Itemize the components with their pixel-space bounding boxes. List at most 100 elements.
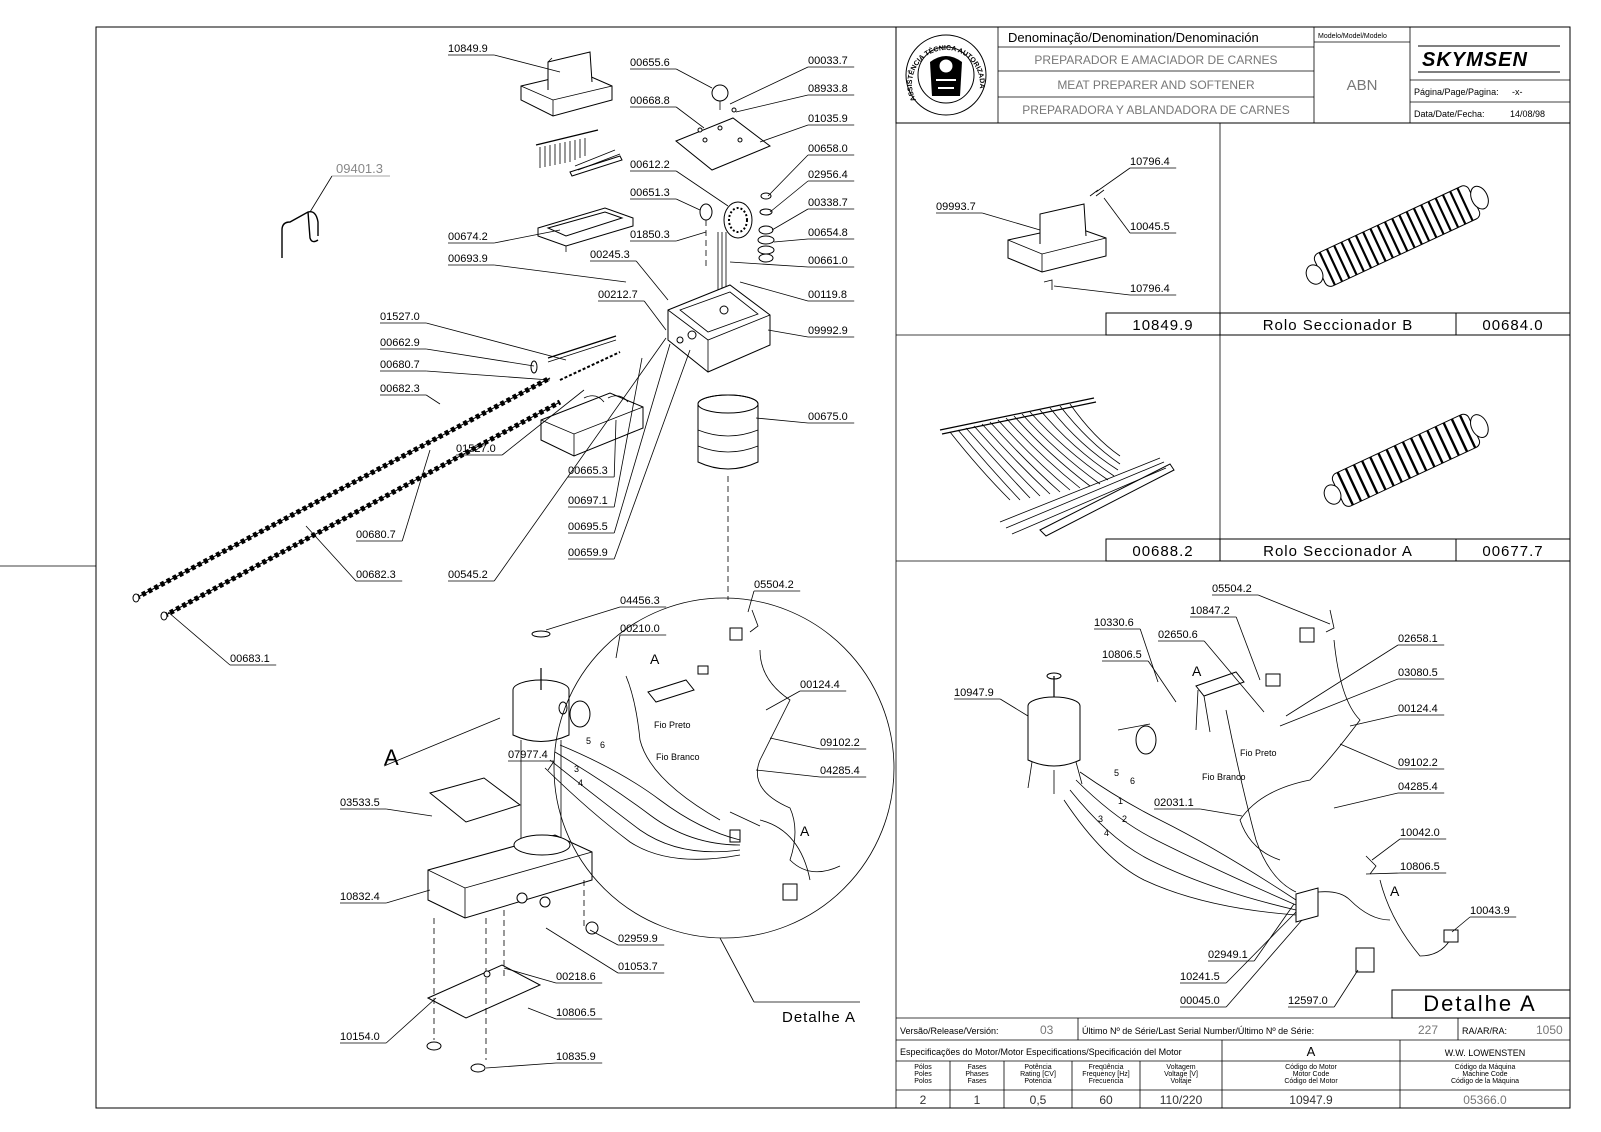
footer-column-header: Frequency [Hz] xyxy=(1082,1071,1130,1078)
version-label: Versão/Release/Versión: xyxy=(900,1026,999,1036)
part-label: 10330.6 xyxy=(1094,617,1134,629)
part-label: 00695.5 xyxy=(568,521,608,533)
footer-column-header: Código da Máquina xyxy=(1455,1064,1516,1071)
part-label: 00680.7 xyxy=(356,529,396,541)
part-label: 00654.8 xyxy=(808,227,848,239)
part-label: 00545.2 xyxy=(448,569,488,581)
blade-roller-stack xyxy=(132,375,562,621)
part-label: 10947.9 xyxy=(954,687,994,699)
parts-panels: 10849.9 Rolo Seccionador B xyxy=(895,123,1571,1108)
panel-4-code: 00677.7 xyxy=(1482,543,1543,560)
svg-text:4: 4 xyxy=(1104,828,1109,838)
part-label: 00124.4 xyxy=(1398,703,1438,715)
part-label: 03533.5 xyxy=(340,797,380,809)
part-label: 00674.2 xyxy=(448,231,488,243)
part-label: 00218.6 xyxy=(556,971,596,983)
footer-column-header: Código de la Máquina xyxy=(1451,1078,1519,1085)
bowl-part xyxy=(697,394,759,600)
part-label: 00675.0 xyxy=(808,411,848,423)
detail-a-labels: 10796.409993.710045.510796.405504.210330… xyxy=(936,156,1517,1008)
detail-link-label: Detalhe A xyxy=(782,1009,856,1026)
footer-column-header: Pólos xyxy=(914,1064,932,1071)
part-label: 10806.5 xyxy=(556,1007,596,1019)
footer-column-header: Potência xyxy=(1024,1064,1051,1071)
motor-spec-label: Especificações do Motor/Motor Especifica… xyxy=(900,1047,1182,1057)
part-label: 08933.8 xyxy=(808,83,848,95)
part-label: 01527.0 xyxy=(380,311,420,323)
part-label: 00661.0 xyxy=(808,255,848,267)
svg-text:5: 5 xyxy=(1114,768,1119,778)
name-pt: PREPARADOR E AMACIADOR DE CARNES xyxy=(1034,53,1277,67)
part-label: 01527.0 xyxy=(456,443,496,455)
part-label: 00682.3 xyxy=(380,383,420,395)
part-label: 00668.8 xyxy=(630,95,670,107)
svg-text:Fio Branco: Fio Branco xyxy=(1202,772,1246,782)
part-label: 02658.1 xyxy=(1398,633,1438,645)
footer-column-header: Machine Code xyxy=(1462,1071,1507,1078)
panel-1-code: 10849.9 xyxy=(1132,317,1193,334)
part-label: 00693.9 xyxy=(448,253,488,265)
footer-column-header: Rating [CV] xyxy=(1020,1071,1056,1078)
part-label: 09102.2 xyxy=(1398,757,1438,769)
part-label: 00119.8 xyxy=(808,289,847,301)
detail-a-title: Detalhe A xyxy=(1423,991,1536,1016)
svg-text:A: A xyxy=(1390,883,1400,899)
part-label: 01035.9 xyxy=(808,113,848,125)
company-name: W.W. LOWENSTEN xyxy=(1445,1048,1526,1058)
part-label: 10835.9 xyxy=(556,1051,596,1063)
detail-a-callout-circle: Detalhe A A A A Fio Preto Fio Branco 5 6… xyxy=(383,597,895,1026)
footer-column-header: Voltage [V] xyxy=(1164,1071,1198,1078)
footer-table: Versão/Release/Versión: 03 Último Nº de … xyxy=(896,1017,1570,1108)
footer-value: 2 xyxy=(920,1093,927,1107)
part-label: 00212.7 xyxy=(598,289,638,301)
part-label: 05504.2 xyxy=(1212,583,1252,595)
part-label: 09102.2 xyxy=(820,737,860,749)
footer-value: 1 xyxy=(974,1093,981,1107)
washer-stack xyxy=(757,192,775,263)
ra-value: 1050 xyxy=(1536,1023,1563,1037)
footer-column-header: Potencia xyxy=(1024,1078,1051,1085)
drawing-border xyxy=(95,26,1571,1109)
motor-assembly xyxy=(427,609,841,935)
footer-column-header: Poles xyxy=(914,1071,932,1078)
date-label: Data/Date/Fecha: xyxy=(1414,109,1485,119)
part-label: 10043.9 xyxy=(1470,905,1510,917)
footer-column-header: Frecuencia xyxy=(1089,1078,1124,1085)
part-label: 10847.2 xyxy=(1190,605,1230,617)
svg-text:SKYMSEN: SKYMSEN xyxy=(1422,49,1528,71)
svg-text:A: A xyxy=(1192,663,1202,679)
footer-column-header: Voltagem xyxy=(1166,1064,1195,1071)
panel-cover-assembly: 10849.9 xyxy=(1007,189,1221,336)
footer-value: 110/220 xyxy=(1160,1093,1203,1107)
page-value: -x- xyxy=(1512,87,1523,97)
part-label: 00033.7 xyxy=(808,55,848,67)
cover-part xyxy=(520,51,613,117)
panel-3-code: 00688.2 xyxy=(1132,543,1193,560)
exploded-view: 09401.3 xyxy=(132,43,895,1073)
footer-column-header: Phases xyxy=(965,1071,989,1078)
part-label: 00683.1 xyxy=(230,653,270,665)
part-label: 02949.1 xyxy=(1208,949,1248,961)
part-label: 10832.4 xyxy=(340,891,380,903)
part-label: 09401.3 xyxy=(336,161,383,176)
part-label: 10042.0 xyxy=(1400,827,1440,839)
footer-value: 10947.9 xyxy=(1289,1093,1333,1107)
gear-part xyxy=(699,201,753,290)
svg-text:1: 1 xyxy=(1118,796,1123,806)
shaft-part xyxy=(530,335,621,381)
panel-comb: 00688.2 xyxy=(939,397,1221,562)
part-label: 02959.9 xyxy=(618,933,658,945)
date-value: 14/08/98 xyxy=(1510,109,1545,119)
part-label: 02650.6 xyxy=(1158,629,1198,641)
model-header: Modelo/Model/Modelo xyxy=(1318,33,1387,40)
gearbox-housing xyxy=(667,284,771,373)
part-label: 01053.7 xyxy=(618,961,658,973)
footer-column-header: Código do Motor xyxy=(1285,1064,1337,1071)
part-label: 10241.5 xyxy=(1180,971,1220,983)
motor-letter: A xyxy=(1307,1044,1316,1059)
base-plate xyxy=(426,880,585,1073)
comb-part xyxy=(535,129,623,177)
part-label: 10154.0 xyxy=(340,1031,380,1043)
ra-label: RA/AR/RA: xyxy=(1462,1026,1507,1036)
svg-text:6: 6 xyxy=(600,740,605,750)
